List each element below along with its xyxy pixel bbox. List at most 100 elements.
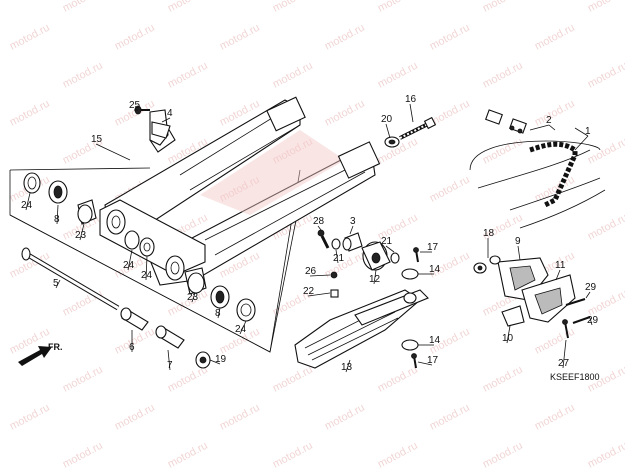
- callout-leader: [239, 320, 247, 335]
- callout-leader: [95, 143, 131, 161]
- callout-number: 6: [129, 342, 135, 353]
- callout-leader: [574, 135, 589, 151]
- callout-number: 23: [75, 230, 87, 241]
- callout-number: 17: [427, 355, 439, 366]
- callout-leader: [585, 291, 591, 299]
- callout-leader: [56, 204, 59, 225]
- watermark-text: motod.ru: [323, 402, 367, 433]
- watermark-text: motod.ru: [271, 440, 315, 468]
- callout-number: 10: [502, 333, 514, 344]
- watermark-text: motod.ru: [166, 60, 210, 91]
- callout-leader: [506, 325, 511, 344]
- callout-leader: [309, 274, 331, 277]
- callout-number: 1: [585, 126, 591, 137]
- callout-leader: [167, 349, 171, 371]
- callout-leader: [517, 245, 521, 261]
- watermark-text: motod.ru: [218, 402, 262, 433]
- watermark-text: motod.ru: [271, 0, 315, 15]
- callout-leader: [79, 223, 85, 241]
- callout-number: 29: [585, 282, 597, 293]
- watermark-text: motod.ru: [113, 326, 157, 357]
- callout-number: 5: [53, 278, 59, 289]
- callout-number: 21: [381, 236, 393, 247]
- callout-leader: [562, 339, 567, 369]
- callout-number: 3: [350, 216, 356, 227]
- callout-number: 23: [187, 292, 199, 303]
- callout-leader: [417, 361, 433, 366]
- watermark-text: motod.ru: [586, 136, 625, 167]
- callout-number: 24: [235, 324, 247, 335]
- callout-number: 24: [123, 260, 135, 271]
- bracket-and-bolt-25: [134, 105, 171, 146]
- watermark-text: motod.ru: [481, 136, 525, 167]
- watermark-text: motod.ru: [533, 402, 577, 433]
- watermark-text: motod.ru: [533, 98, 577, 129]
- callout-leader: [409, 103, 414, 123]
- watermark-text: motod.ru: [586, 212, 625, 243]
- callout-leader: [25, 192, 31, 211]
- watermark-text: motod.ru: [218, 22, 262, 53]
- watermark-text: motod.ru: [323, 22, 367, 53]
- watermark-text: motod.ru: [376, 364, 420, 395]
- watermark-text: motod.ru: [166, 440, 210, 468]
- watermark-text: motod.ru: [481, 440, 525, 468]
- chain-roller-parts: [317, 229, 419, 369]
- callout-number: 13: [341, 362, 353, 373]
- watermark-text: motod.ru: [61, 364, 105, 395]
- pivot-bolt-set: [21, 247, 211, 369]
- watermark-text: motod.ru: [323, 250, 367, 281]
- watermark-text: motod.ru: [428, 402, 472, 433]
- callout-leader: [548, 124, 556, 131]
- watermark-text: motod.ru: [428, 174, 472, 205]
- watermark-text: motod.ru: [533, 326, 577, 357]
- callout-number: 19: [215, 354, 227, 365]
- callout-leader: [217, 307, 221, 319]
- watermark-text: motod.ru: [113, 402, 157, 433]
- callout-leader: [145, 255, 148, 281]
- callout-number: 27: [558, 358, 570, 369]
- callout-leader: [529, 124, 550, 131]
- swingarm-assembly: [9, 96, 381, 353]
- watermark-text: motod.ru: [428, 22, 472, 53]
- callout-number: 9: [515, 236, 521, 247]
- callout-leader: [209, 359, 221, 365]
- front-arrow-label: FR.: [48, 342, 63, 352]
- adjusting-bolt-16: [384, 116, 437, 148]
- callout-leader: [335, 249, 339, 264]
- pivot-seals-and-bushings: [23, 172, 256, 322]
- callout-number: 17: [427, 242, 439, 253]
- watermark-text: motod.ru: [61, 440, 105, 468]
- watermark-text: motod.ru: [323, 98, 367, 129]
- callout-leader: [589, 317, 593, 326]
- callout-number: 24: [21, 200, 33, 211]
- callout-number: 15: [91, 134, 103, 145]
- callout-leader: [317, 225, 322, 231]
- callout-leader: [385, 245, 395, 253]
- watermark-text: motod.ru: [481, 60, 525, 91]
- callout-number: 25: [129, 100, 141, 111]
- watermark-text: motod.ru: [8, 402, 52, 433]
- watermark-text: motod.ru: [533, 22, 577, 53]
- callout-number: 24: [141, 270, 153, 281]
- callout-leader: [555, 269, 561, 281]
- watermark-text: motod.ru: [376, 60, 420, 91]
- watermark-text: motod.ru: [586, 0, 625, 15]
- callout-number: 4: [167, 108, 173, 119]
- watermark-text: motod.ru: [8, 98, 52, 129]
- callout-number: 28: [313, 216, 325, 227]
- callout-leader: [191, 292, 196, 303]
- callout-number: 20: [381, 114, 393, 125]
- chain-guide-set: [473, 255, 591, 339]
- callout-leader: [373, 269, 377, 285]
- watermark-text: motod.ru: [271, 60, 315, 91]
- callout-number: 8: [54, 214, 60, 225]
- callout-leader: [345, 359, 351, 373]
- callout-number: 29: [587, 315, 599, 326]
- callout-layer: 1234567889101112131414151617171819202121…: [21, 94, 599, 373]
- watermark-text: motod.ru: [61, 0, 105, 15]
- callout-leader: [55, 279, 61, 289]
- drive-chain: [469, 109, 606, 229]
